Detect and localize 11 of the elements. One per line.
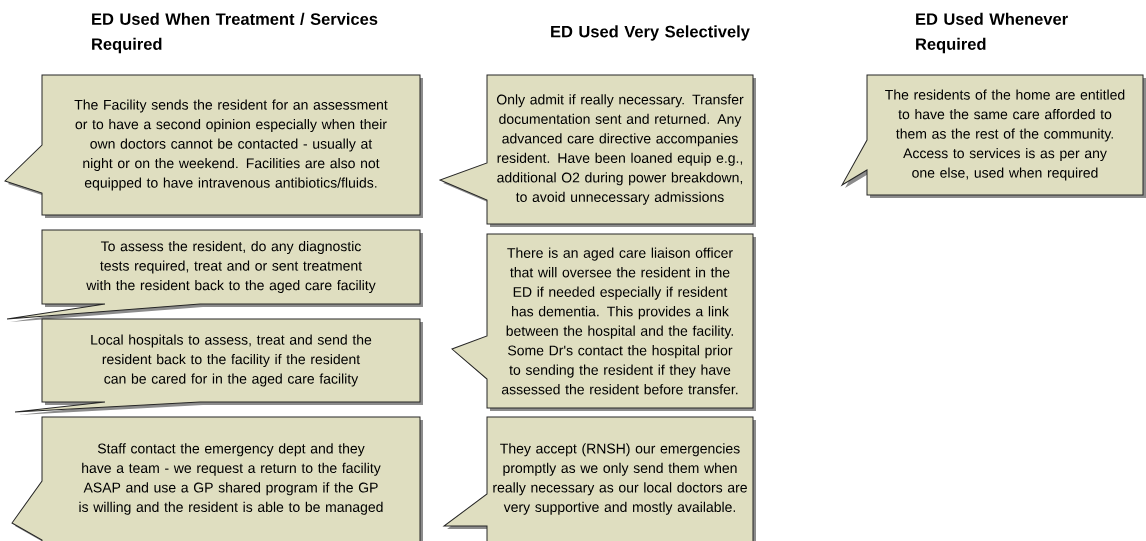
callout-box: The residents of the home are entitled to have the same care afforded to them as the rest of the community. Access to services is as per any one else, used when required — [841, 74, 1146, 198]
callout-box: Local hospitals to assess, treat and send the resident back to the facility if the resident can be cared for in the aged care facility — [14, 318, 423, 415]
callout-box: They accept (RNSH) our emergencies promptly as we only send them when really necessary as our local doctors are very supportive and mostly available. — [443, 416, 756, 541]
column-heading: ED Used Very Selectively — [551, 25, 750, 41]
column-heading: ED Used Whenever Required — [916, 12, 1068, 54]
callout-box: Only admit if really necessary. Transfer documentation sent and returned. Any advanced care directive accompanies resident. Have been loaned equip e.g., additional O2 during power breakdown, to avoid unnecessary admissions — [439, 74, 756, 227]
callout-box: The Facility sends the resident for an assessment or to have a second opinion especially when their own doctors cannot be contacted - usually at night or on the weekend. Facilities are also not equipped to have intravenous antibiotics/fluids. — [4, 74, 423, 218]
column-heading: ED Used When Treatment / Services Required — [92, 12, 378, 54]
callout-box: Staff contact the emergency dept and they have a team - we request a return to the facility ASAP and use a GP shared program if the GP is willing and the resident is able to be managed — [11, 416, 423, 541]
callout-box: There is an aged care liaison officer that will oversee the resident in the ED if needed especially if resident has dementia. This provides a link between the hospital and the facility. Some Dr's contact the hospital prior to sending the resident if they have assessed the resident before transfer. — [451, 233, 756, 411]
callout-box: To assess the resident, do any diagnostic tests required, treat and or sent treatment with the resident back to the aged care facility — [6, 229, 423, 322]
